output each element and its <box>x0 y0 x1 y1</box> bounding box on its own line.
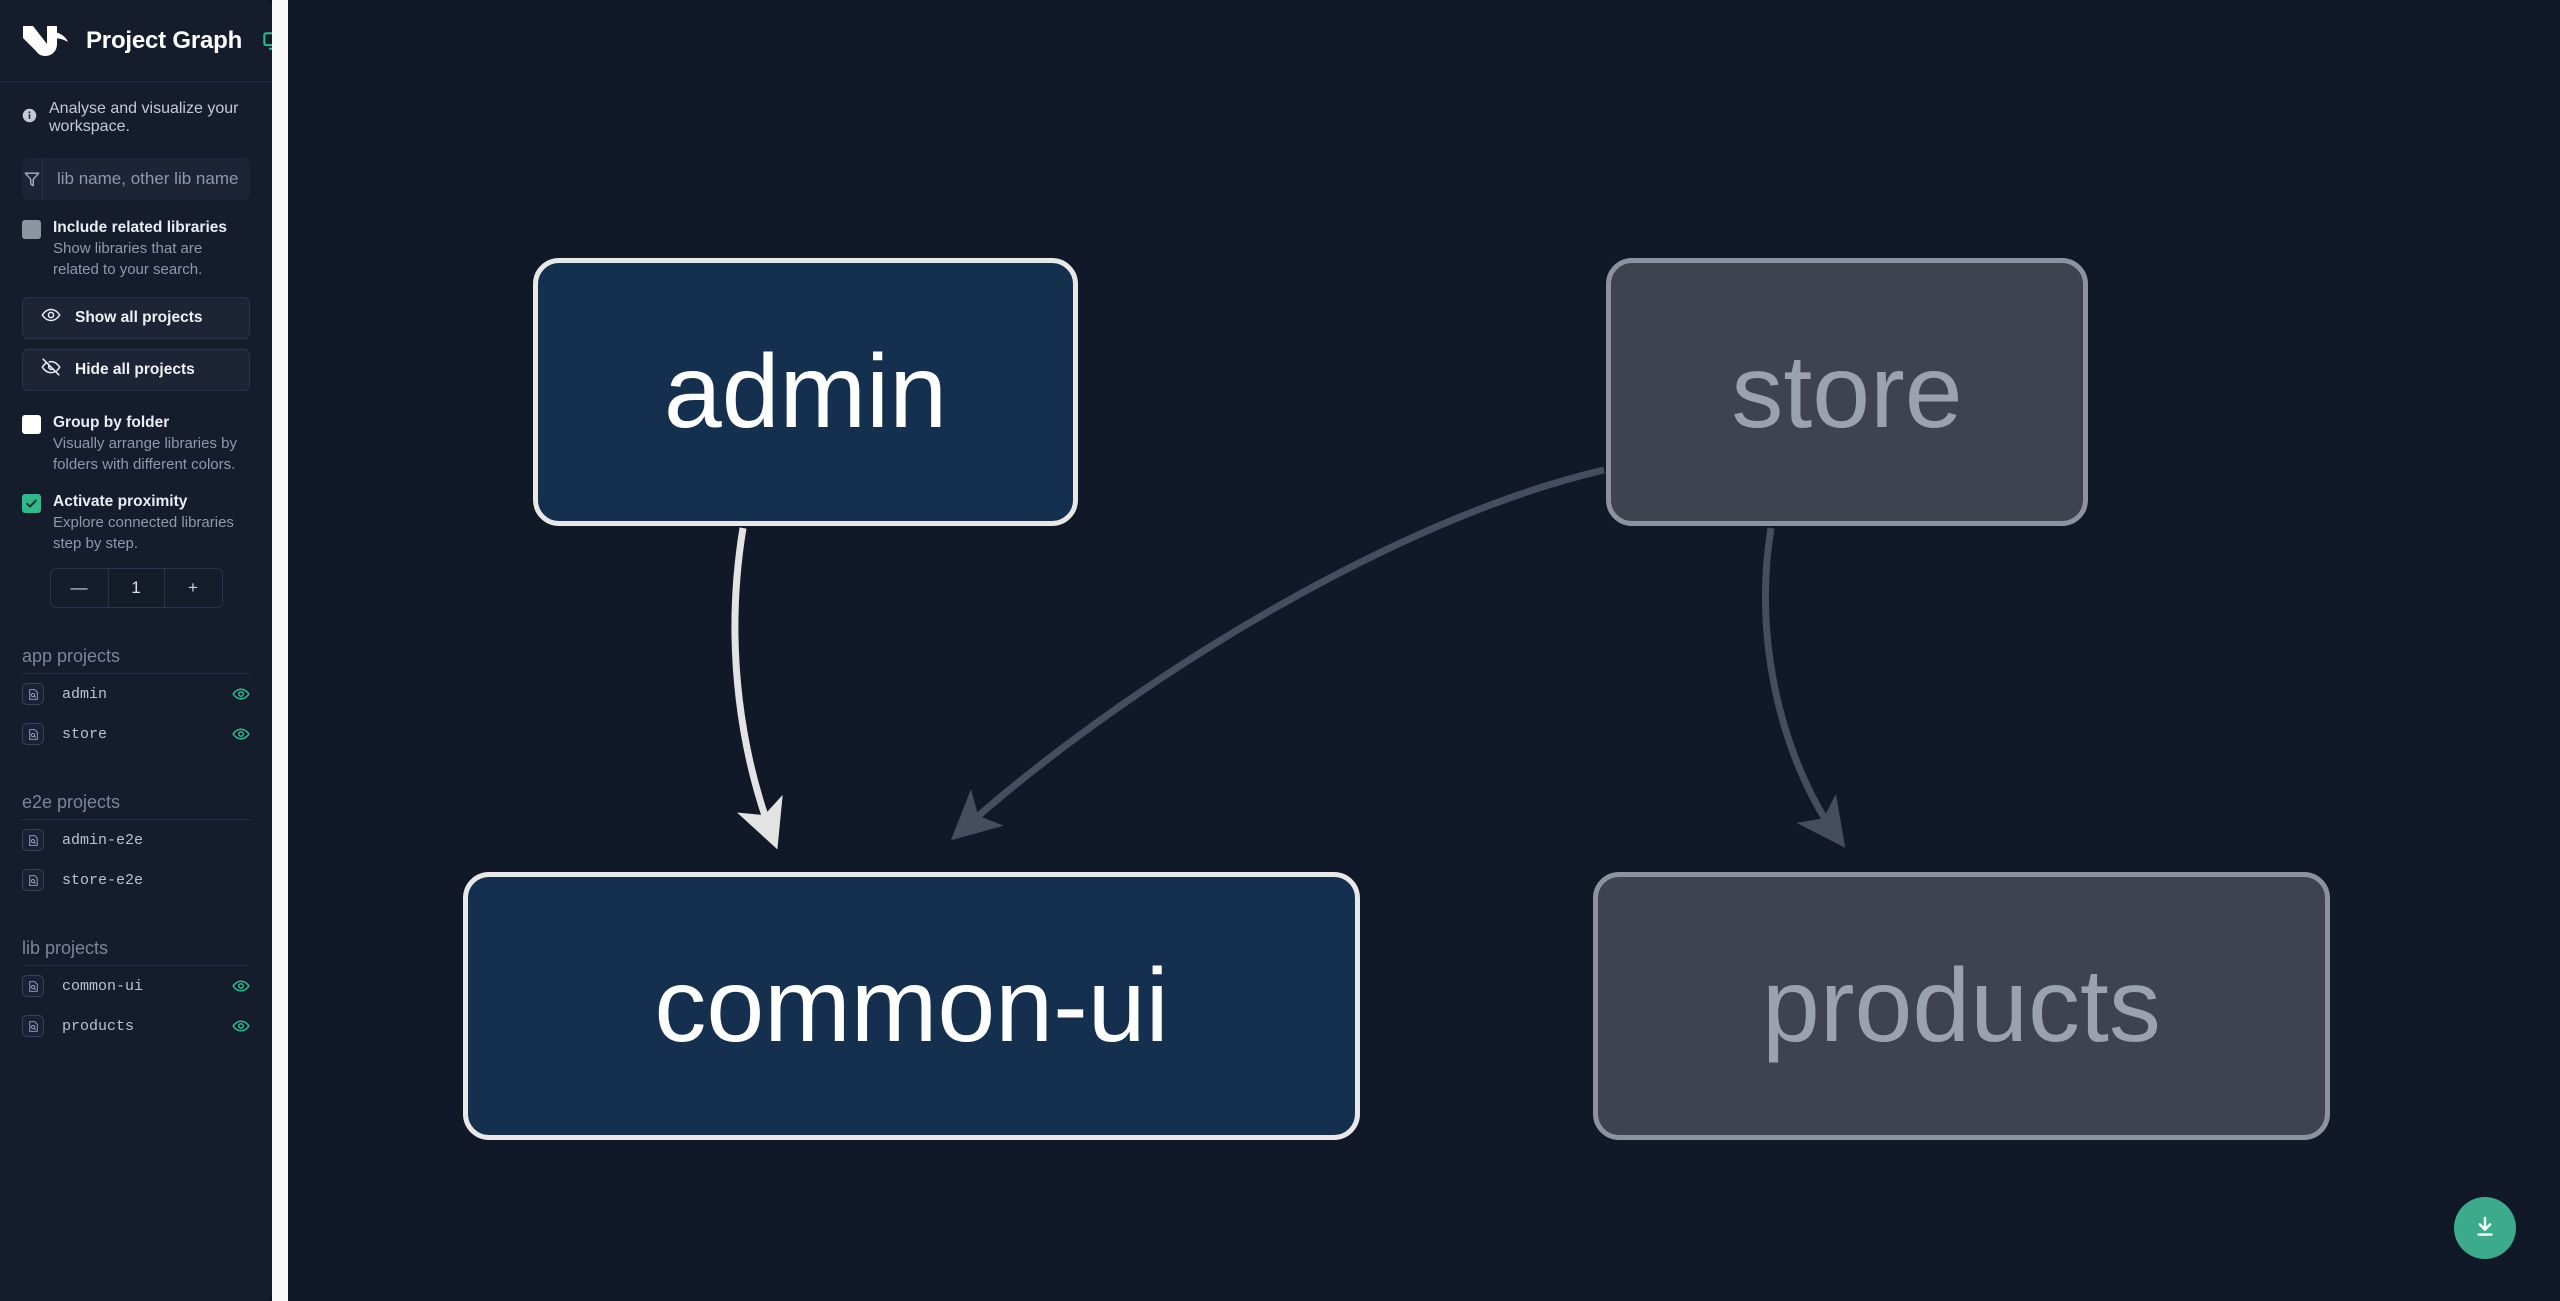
eye-off-icon <box>41 357 61 382</box>
graph-edges <box>731 466 1846 850</box>
edge-admin-to-common-ui <box>731 527 783 850</box>
project-name: products <box>62 1017 135 1035</box>
option-title: Activate proximity <box>53 492 188 510</box>
project-row-admin-e2e[interactable]: admin-e2e <box>22 820 250 860</box>
option-group-by-folder[interactable]: Group by folder Visually arrange librari… <box>0 391 272 476</box>
search-section <box>0 136 272 200</box>
tagline: Analyse and visualize your workspace. <box>0 82 272 136</box>
option-include-related-libraries[interactable]: Include related libraries Show libraries… <box>0 200 272 281</box>
show-all-projects-label: Show all projects <box>75 308 203 326</box>
edge-store-to-common-ui <box>950 466 1605 841</box>
sidebar-resize-handle[interactable] <box>272 0 288 1301</box>
project-group-label: e2e projects <box>22 792 250 821</box>
monitor-icon[interactable] <box>262 30 272 52</box>
proximity-stepper-wrap: — 1 + <box>0 554 272 609</box>
option-title: Group by folder <box>53 413 170 431</box>
graph-canvas[interactable]: admin store common-ui products <box>288 0 2560 1301</box>
project-row-store[interactable]: store <box>22 714 250 754</box>
graph-node-label: admin <box>663 334 948 450</box>
option-description: Explore connected libraries step by step… <box>53 513 234 552</box>
search-input[interactable] <box>43 158 250 200</box>
project-visibility-placeholder <box>232 871 250 889</box>
project-row-common-ui[interactable]: common-ui <box>22 966 250 1006</box>
nx-logo-icon <box>22 24 72 58</box>
project-visibility-placeholder <box>232 831 250 849</box>
proximity-stepper: — 1 + <box>49 568 223 609</box>
activate-proximity-checkbox[interactable] <box>22 493 41 513</box>
graph-node-label: store <box>1731 334 1963 450</box>
visibility-buttons: Show all projects Hide all projects <box>0 281 272 391</box>
project-group-label: lib projects <box>22 938 250 967</box>
eye-icon <box>41 305 61 330</box>
project-name: store-e2e <box>62 871 144 889</box>
project-group-e2e-projects: e2e projects admin-e2e store-e2e <box>0 754 272 900</box>
project-name: admin <box>62 685 108 703</box>
project-row-products[interactable]: products <box>22 1006 250 1046</box>
search-box[interactable] <box>22 158 250 200</box>
tagline-text: Analyse and visualize your workspace. <box>49 100 239 135</box>
filter-icon[interactable] <box>22 158 43 200</box>
project-visible-icon[interactable] <box>232 685 250 703</box>
graph-node-store[interactable]: store <box>1606 258 2088 526</box>
download-graph-button[interactable] <box>2454 1197 2516 1259</box>
sidebar: Project Graph Analyse and visualize your… <box>0 0 272 1301</box>
project-group-app-projects: app projects admin <box>0 608 272 754</box>
project-group-lib-projects: lib projects common-ui <box>0 900 272 1046</box>
project-visible-icon[interactable] <box>232 725 250 743</box>
include-related-libraries-checkbox[interactable] <box>22 220 41 239</box>
option-title: Include related libraries <box>53 219 228 236</box>
project-name: store <box>62 725 108 743</box>
group-by-folder-checkbox[interactable] <box>22 414 41 434</box>
project-name: common-ui <box>62 977 144 995</box>
project-icon <box>22 869 44 892</box>
show-all-projects-button[interactable]: Show all projects <box>22 296 250 339</box>
download-icon <box>2472 1214 2498 1243</box>
option-description: Show libraries that are related to your … <box>53 240 203 279</box>
proximity-value: 1 <box>107 569 165 608</box>
graph-node-common-ui[interactable]: common-ui <box>463 872 1360 1140</box>
project-visible-icon[interactable] <box>232 1017 250 1035</box>
option-activate-proximity[interactable]: Activate proximity Explore connected lib… <box>0 476 272 555</box>
graph-node-admin[interactable]: admin <box>533 258 1078 526</box>
project-icon <box>22 683 44 706</box>
proximity-decrement-button[interactable]: — <box>50 569 108 608</box>
graph-node-label: products <box>1762 948 2161 1064</box>
proximity-increment-button[interactable]: + <box>164 569 222 608</box>
edge-store-to-products <box>1762 527 1846 848</box>
sidebar-header: Project Graph <box>0 0 272 82</box>
hide-all-projects-button[interactable]: Hide all projects <box>22 348 250 391</box>
project-icon <box>22 1015 44 1038</box>
project-group-label: app projects <box>22 646 250 675</box>
project-icon <box>22 723 44 746</box>
hide-all-projects-label: Hide all projects <box>75 360 195 378</box>
page-title: Project Graph <box>86 26 243 54</box>
project-icon <box>22 829 44 852</box>
option-description: Visually arrange libraries by folders wi… <box>53 435 237 473</box>
project-name: admin-e2e <box>62 831 144 849</box>
project-row-store-e2e[interactable]: store-e2e <box>22 860 250 900</box>
project-icon <box>22 975 44 998</box>
graph-node-label: common-ui <box>654 948 1169 1064</box>
project-row-admin[interactable]: admin <box>22 674 250 714</box>
graph-node-products[interactable]: products <box>1593 872 2330 1140</box>
project-visible-icon[interactable] <box>232 977 250 995</box>
info-icon <box>22 108 37 128</box>
